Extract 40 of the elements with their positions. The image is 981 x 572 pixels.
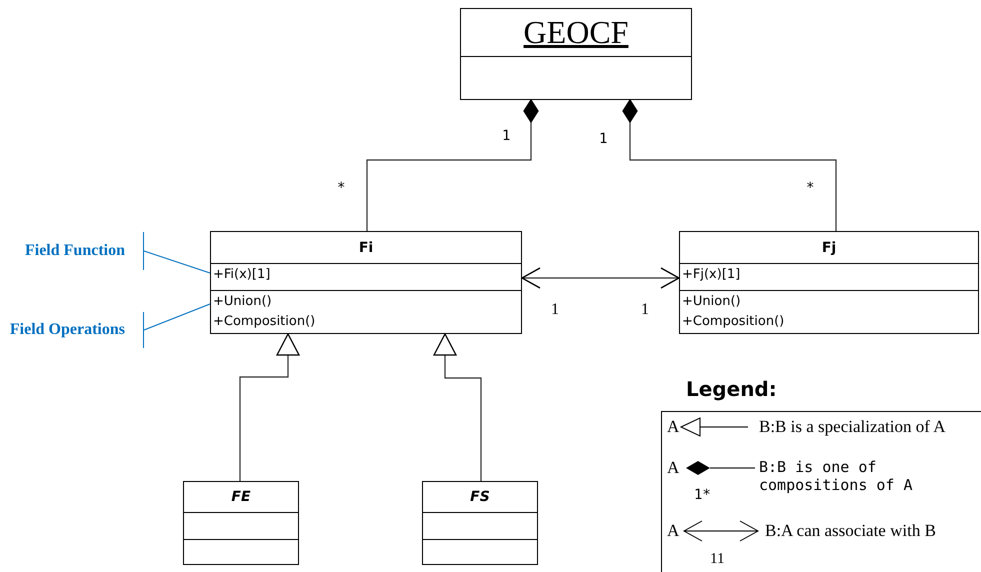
multiplicity-label: 1	[551, 301, 559, 319]
multiplicity-label: 1*	[694, 487, 711, 503]
operation-text: +Composition()	[682, 313, 786, 331]
object-name: GEOCF	[524, 14, 628, 51]
attribute-text: +Fi(x)[1]	[213, 266, 272, 284]
generalization-arrow	[433, 333, 482, 481]
leader-line	[144, 304, 210, 330]
attribute-text: +Fj(x)[1]	[682, 266, 742, 284]
legend-title: Legend:	[686, 377, 777, 401]
class-name: Fj	[822, 240, 836, 256]
multiplicity-label: *	[337, 180, 346, 196]
callout-label: Field Function	[24, 242, 125, 260]
multiplicity-label: 1	[502, 128, 510, 144]
association-arrow	[521, 267, 680, 289]
multiplicity-label: 1	[641, 301, 649, 319]
multiplicity-label: *	[806, 180, 814, 196]
class-box	[422, 481, 538, 565]
legend-class-label: A	[667, 458, 680, 478]
class-box	[679, 231, 979, 334]
legend-text: B:A can associate with B	[765, 521, 937, 541]
class-box	[210, 231, 522, 334]
multiplicity-label: 1	[599, 131, 608, 147]
composition-connector	[366, 99, 539, 231]
legend-text: B:B is one of compositions of A	[759, 458, 914, 494]
legend-text: B:B is a specialization of A	[759, 417, 946, 437]
class-box	[183, 481, 299, 565]
legend-class-label: A	[667, 521, 680, 541]
class-name: FE	[231, 489, 251, 505]
class-name: FS	[470, 489, 490, 505]
operation-text: +Union()	[213, 293, 273, 311]
generalization-arrow	[239, 333, 300, 481]
legend-class-label: A	[667, 417, 680, 437]
composition-connector	[622, 99, 837, 231]
operation-text: +Union()	[682, 293, 742, 311]
class-name: Fi	[358, 240, 374, 256]
operation-text: +Composition()	[213, 313, 316, 331]
leader-line	[144, 250, 210, 274]
object-box	[460, 8, 692, 100]
multiplicity-label: 11	[710, 551, 724, 568]
callout-label: Field Operations	[10, 321, 125, 339]
